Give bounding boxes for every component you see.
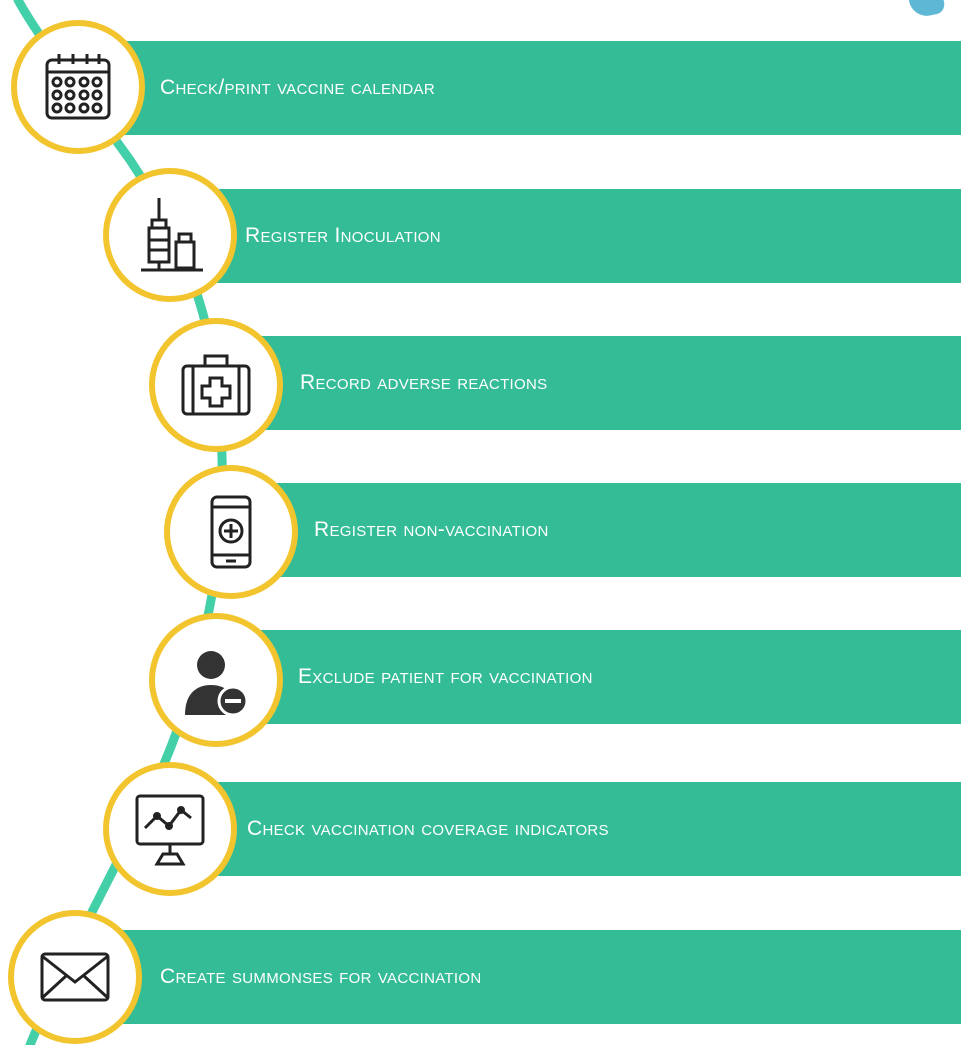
step-badge-5 — [149, 613, 283, 747]
step-label-3: Record adverse reactions — [300, 371, 548, 394]
step-badge-3 — [149, 318, 283, 452]
step-bar-6[interactable]: Check vaccination coverage indicators — [180, 782, 961, 876]
step-bar-5[interactable]: Exclude patient for vaccination — [223, 630, 961, 724]
step-label-7: Create summonses for vaccination — [160, 965, 482, 988]
envelope-icon — [40, 952, 110, 1002]
syringe-vial-icon — [141, 198, 203, 272]
mobile-plus-icon — [210, 495, 252, 569]
step-badge-4 — [164, 465, 298, 599]
step-label-4: Register non-vaccination — [314, 518, 549, 541]
step-badge-1 — [11, 20, 145, 154]
step-bar-7[interactable]: Create summonses for vaccination — [78, 930, 961, 1024]
user-minus-icon — [185, 651, 249, 717]
step-badge-7 — [8, 910, 142, 1044]
step-label-1: Check/print vaccine calendar — [160, 76, 435, 99]
step-bar-2[interactable]: Register Inoculation — [180, 189, 961, 283]
first-aid-kit-icon — [181, 354, 251, 416]
step-bar-1[interactable]: Check/print vaccine calendar — [80, 41, 961, 135]
step-badge-2 — [103, 168, 237, 302]
step-bar-3[interactable]: Record adverse reactions — [224, 336, 961, 430]
calendar-icon — [45, 54, 111, 120]
step-bar-4[interactable]: Register non-vaccination — [236, 483, 961, 577]
step-label-6: Check vaccination coverage indicators — [247, 817, 609, 840]
monitor-chart-icon — [135, 794, 205, 866]
step-label-2: Register Inoculation — [245, 224, 441, 247]
step-badge-6 — [103, 762, 237, 896]
step-label-5: Exclude patient for vaccination — [298, 665, 593, 688]
